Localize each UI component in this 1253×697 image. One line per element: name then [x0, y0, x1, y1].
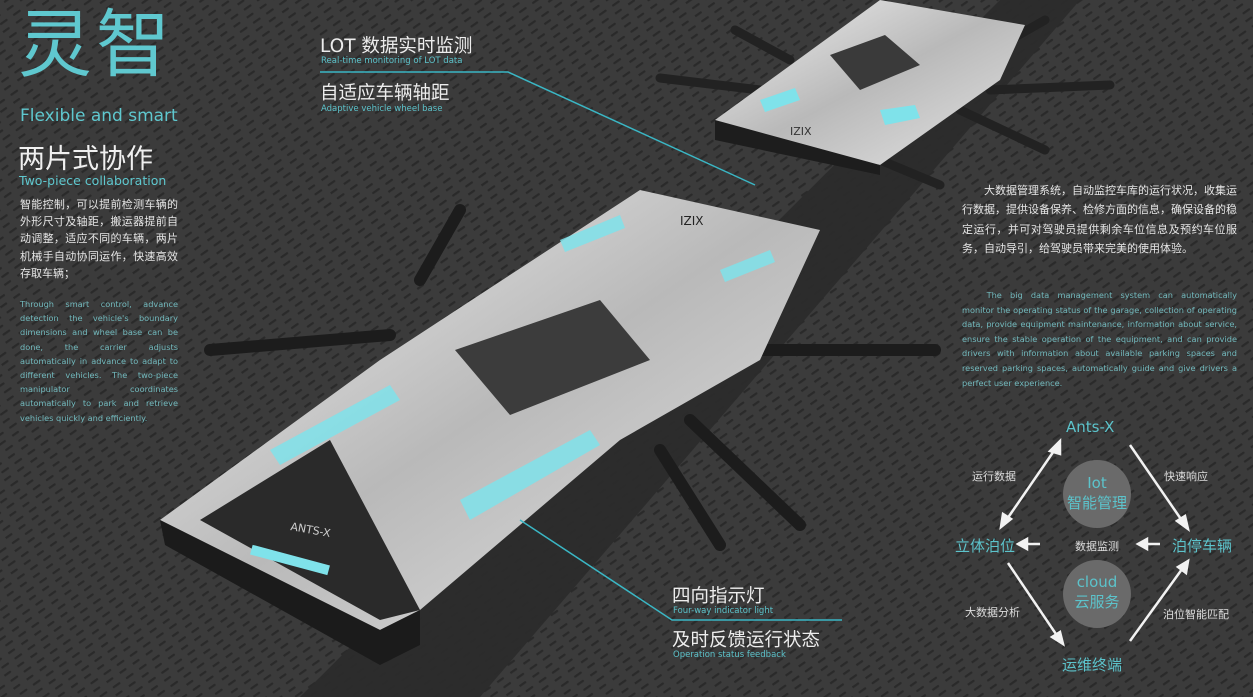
cloud-circle	[1063, 560, 1131, 628]
right-description-en: The big data management system can autom…	[962, 290, 1237, 388]
edge-label-tr: 快速响应	[1164, 470, 1208, 483]
bottom-callout-title-2: 及时反馈运行状态	[672, 630, 821, 651]
diagram-node-bottom: 运维终端	[1062, 656, 1123, 674]
brand-logo: IZIX	[680, 214, 704, 228]
diagram-node-top: Ants-X	[1066, 418, 1115, 436]
left-description-en: Through smart control, advance detection…	[20, 299, 178, 423]
left-description-cn: 智能控制，可以提前检测车辆的外形尺寸及轴距，搬运器提前自动调整，适应不同的车辆，…	[20, 198, 178, 280]
top-callout-title-2: 自适应车辆轴距	[320, 83, 450, 104]
bottom-callout-line	[519, 519, 842, 621]
top-callout-title-1: LOT 数据实时监测	[320, 36, 473, 57]
cloud-circle-label-cn: 云服务	[1074, 593, 1120, 611]
main-title: 灵智	[18, 2, 174, 88]
bottom-callout-sub-2: Operation status feedback	[673, 650, 786, 660]
top-callout-sub-2: Adaptive vehicle wheel base	[321, 104, 443, 114]
diagram-node-right: 泊停车辆	[1172, 537, 1233, 555]
section-heading: 两片式协作	[18, 144, 153, 175]
top-callout-line	[320, 71, 756, 186]
brand-logo: IZIX	[790, 125, 812, 138]
iot-circle-label-cn: 智能管理	[1066, 494, 1127, 512]
main-subtitle: Flexible and smart	[20, 106, 178, 126]
iot-circle-label-en: Iot	[1087, 474, 1107, 492]
diagram-node-left: 立体泊位	[955, 537, 1016, 555]
edge-label-bl: 大数据分析	[965, 606, 1020, 619]
edge-label-mid: 数据监测	[1075, 540, 1119, 553]
rear-carrier-robot: IZIX	[655, 0, 1115, 190]
cloud-circle-label-en: cloud	[1076, 573, 1118, 591]
bottom-callout-title-1: 四向指示灯	[672, 586, 765, 607]
right-description-cn: 大数据管理系统，自动监控车库的运行状况，收集运行数据，提供设备保养、检修方面的信…	[962, 184, 1237, 256]
edge-label-br: 泊位智能匹配	[1163, 608, 1229, 621]
section-heading-en: Two-piece collaboration	[19, 173, 167, 188]
system-diagram	[999, 437, 1190, 647]
edge-label-tl: 运行数据	[972, 470, 1016, 483]
front-carrier-robot: ANTS-X IZIX	[160, 190, 941, 665]
iot-circle	[1063, 460, 1131, 528]
bottom-callout-sub-1: Four-way indicator light	[673, 606, 774, 616]
top-callout-sub-1: Real-time monitoring of LOT data	[321, 56, 463, 66]
